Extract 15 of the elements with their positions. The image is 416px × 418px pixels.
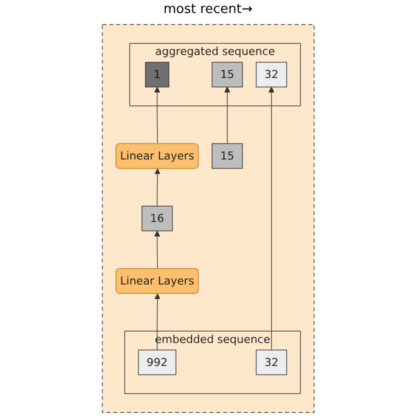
arrow (224, 86, 230, 144)
cluster (102, 24, 314, 413)
node-box: 16 (141, 206, 172, 232)
arrow (268, 86, 274, 350)
node-box: 32 (256, 350, 287, 376)
arrow (154, 86, 160, 144)
annotation-text: most recent→ (162, 1, 254, 19)
node-box: 992 (138, 350, 176, 376)
arrow (154, 230, 160, 270)
node-box: 1 (144, 62, 169, 88)
node-box: 32 (256, 62, 287, 88)
node-box: 15 (211, 143, 243, 169)
arrow (154, 168, 160, 206)
arrow (154, 293, 160, 350)
node-box: 15 (211, 62, 243, 88)
